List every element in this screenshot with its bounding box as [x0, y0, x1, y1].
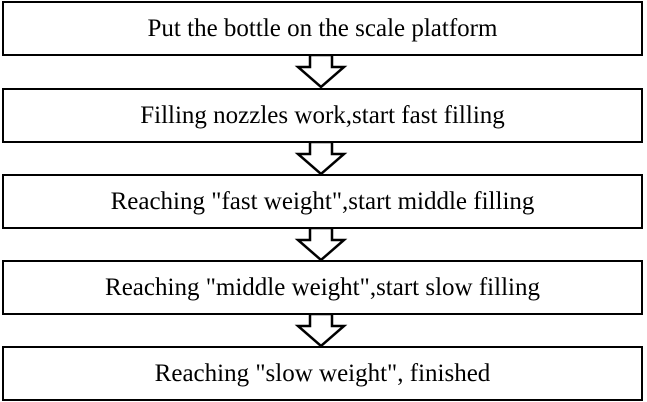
flowchart-step-3: Reaching "fast weight",start middle fill…	[2, 174, 643, 229]
step-2-label: Filling nozzles work,start fast filling	[140, 102, 505, 129]
flowchart-step-2: Filling nozzles work,start fast filling	[2, 88, 643, 143]
step-3-label: Reaching "fast weight",start middle fill…	[110, 188, 535, 215]
down-arrow-icon	[294, 142, 348, 176]
flowchart-step-4: Reaching "middle weight",start slow fill…	[2, 260, 643, 315]
down-arrow-icon	[294, 314, 348, 348]
step-5-label: Reaching "slow weight", finished	[154, 360, 491, 387]
flowchart-step-1: Put the bottle on the scale platform	[2, 1, 643, 56]
down-arrow-icon	[294, 228, 348, 262]
step-4-label: Reaching "middle weight",start slow fill…	[105, 274, 540, 301]
step-1-label: Put the bottle on the scale platform	[147, 15, 498, 42]
down-arrow-icon	[294, 55, 348, 89]
flowchart-step-5: Reaching "slow weight", finished	[2, 346, 643, 401]
